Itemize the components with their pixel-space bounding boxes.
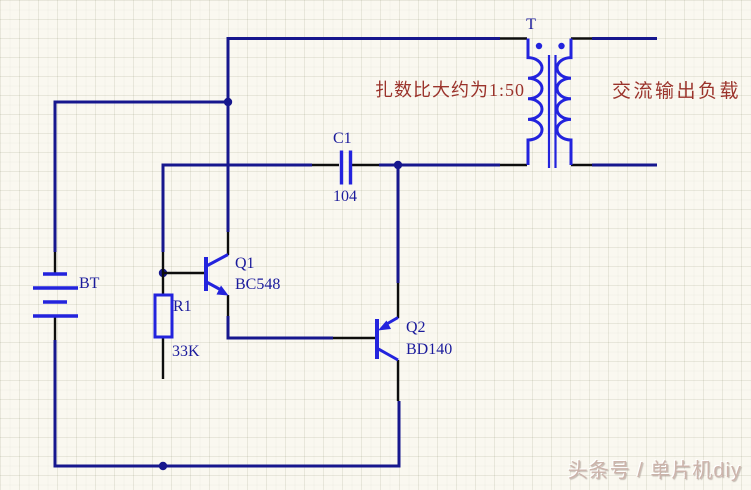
transformer-phase-dot-primary: [535, 42, 543, 50]
wire-segment-ground-rail: [53, 340, 401, 468]
resistor-value-label: 33K: [172, 343, 200, 360]
q2-ref-label: Q2: [406, 319, 426, 336]
capacitor-symbol: [339, 150, 353, 185]
junction-dot: [223, 97, 233, 107]
component-pins: [53, 37, 592, 401]
output-load-annotation: 交流输出负载: [612, 80, 741, 102]
wire-segment-battery-top: [53, 100, 228, 252]
watermark-text: 头条号 / 单片机diy: [567, 460, 742, 482]
junction-dot: [158, 461, 168, 471]
transformer-ref-label: T: [526, 16, 536, 33]
wire-net: [53, 37, 657, 468]
resistor-ref-label: R1: [173, 298, 192, 315]
q2-emitter-arrow: [378, 320, 391, 331]
wire-segment-q1e-q2b: [226, 316, 333, 340]
transistor-q2-symbol: [375, 316, 399, 362]
capacitor-value-label: 104: [333, 188, 357, 205]
q2-collector-lead: [376, 347, 399, 362]
wire-segment-c1-left: [161, 163, 312, 252]
transformer-secondary-winding: [555, 38, 573, 165]
q1-part-label: BC548: [235, 276, 280, 293]
q1-ref-label: Q1: [235, 255, 255, 272]
turns-ratio-annotation: 扎数比大约为1:50: [375, 80, 525, 100]
capacitor-ref-label: C1: [333, 130, 352, 147]
resistor-symbol: [153, 293, 174, 339]
battery-symbol: [33, 272, 78, 318]
battery-ref-label: BT: [79, 275, 100, 292]
transformer-primary-winding: [526, 38, 544, 165]
junction-dot: [393, 160, 403, 170]
transformer-phase-dot-secondary: [558, 42, 565, 50]
q1-emitter-arrow: [216, 285, 229, 296]
transistor-q1-symbol: [204, 253, 229, 296]
q1-collector-lead: [205, 253, 229, 268]
q2-part-label: BD140: [406, 341, 452, 358]
transformer-symbol: [526, 38, 573, 168]
junction-dots: [158, 97, 403, 471]
